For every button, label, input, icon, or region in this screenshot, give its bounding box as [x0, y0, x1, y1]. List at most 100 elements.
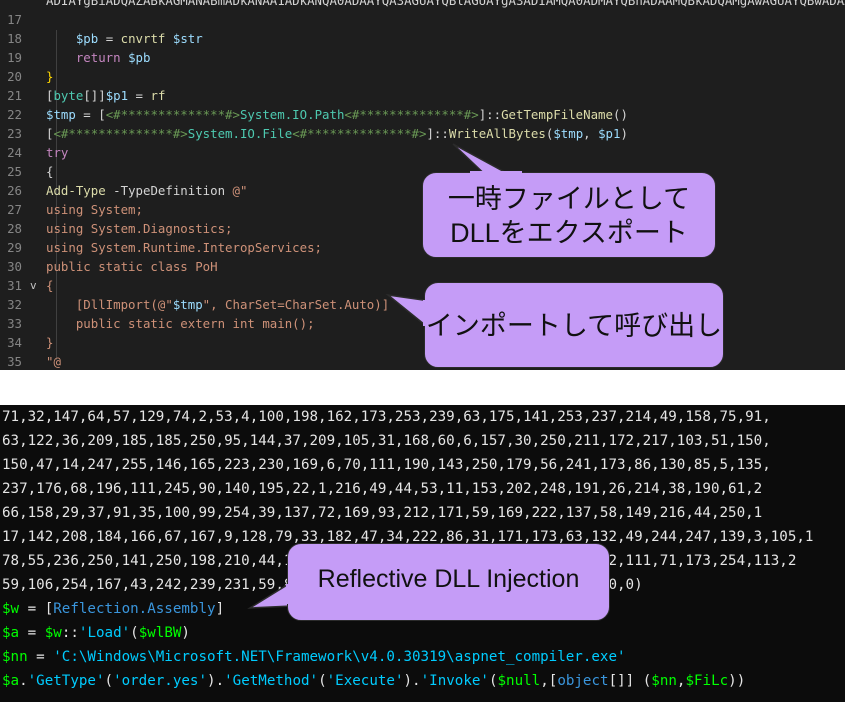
code-token: }: [46, 69, 54, 84]
code-line: 35"@: [0, 352, 845, 370]
code-token: return: [75, 50, 121, 65]
code-token: {: [46, 164, 54, 179]
code-token: using System;: [46, 202, 143, 217]
console-token: )): [728, 673, 746, 689]
code-text: using System;: [46, 200, 143, 219]
code-line: 19 return $pb: [0, 48, 845, 67]
code-token: using System.Diagnostics;: [46, 221, 233, 236]
console-token: (: [130, 625, 139, 641]
code-text: }: [46, 67, 53, 86]
code-text: using System.Diagnostics;: [46, 219, 233, 238]
code-token: $p1: [598, 126, 621, 141]
console-token: $w: [2, 601, 20, 617]
callout-reflective-text: Reflective DLL Injection: [317, 565, 580, 593]
callout-reflective-join: [286, 584, 290, 604]
code-token: public static class PoH: [46, 259, 218, 274]
code-line: 25 {: [0, 162, 845, 181]
console-token: 'C:\Windows\Microsoft.NET\Framework\v4.0…: [53, 649, 626, 665]
code-text: [byte[]]$p1 = rf: [46, 86, 165, 105]
console-line: 63,122,36,209,185,185,250,95,144,37,209,…: [2, 430, 771, 453]
callout-export-line2: DLLをエクスポート: [450, 218, 688, 248]
code-token: rf: [150, 88, 166, 103]
code-line: 32 [DllImport(@"$tmp", CharSet=CharSet.A…: [0, 295, 845, 314]
code-token: [46, 31, 76, 46]
console-token: $wlBW: [138, 625, 182, 641]
code-token: GetTempFileName: [501, 107, 613, 122]
console-line: $a.'GetType'('order.yes').'GetMethod'('E…: [2, 670, 745, 693]
line-number: 17: [7, 12, 22, 27]
code-line: 21[byte[]]$p1 = rf: [0, 86, 845, 105]
code-token: <#**************#>: [53, 126, 188, 141]
console-token: $a: [2, 625, 20, 641]
console-token: .: [19, 673, 28, 689]
line-number: 32: [7, 297, 22, 312]
code-token: {: [46, 278, 54, 293]
fold-chevron-icon[interactable]: v: [30, 279, 37, 292]
code-token: $tmp: [553, 126, 584, 141]
console-token: (: [104, 673, 114, 689]
callout-reflective: Reflective DLL Injection: [287, 543, 610, 621]
code-token: [165, 31, 172, 46]
line-number: 27: [7, 202, 22, 217]
callout-export: 一時ファイルとして DLLをエクスポート: [422, 172, 716, 258]
code-text: $pb = cnvrtf $str: [46, 29, 203, 48]
line-number: 34: [7, 335, 22, 350]
code-line: 20}: [0, 67, 845, 86]
console-token: 'order.yes': [113, 673, 208, 689]
code-text: {: [46, 276, 53, 295]
code-token: $pb: [75, 31, 99, 46]
code-text: return $pb: [46, 48, 151, 67]
code-token: [DllImport(@": [46, 297, 173, 312]
console-token: []] (: [608, 673, 652, 689]
code-token: @": [232, 183, 248, 198]
line-number: 20: [7, 69, 22, 84]
code-text: [DllImport(@"$tmp", CharSet=CharSet.Auto…: [46, 295, 389, 314]
code-token: $p1: [105, 88, 129, 103]
console-line: 66,158,29,37,91,35,100,99,254,39,137,72,…: [2, 502, 762, 525]
callout-export-join: [470, 171, 522, 175]
console-token: 66,158,29,37,91,35,100,99,254,39,137,72,…: [2, 505, 763, 521]
console-token: =: [27, 649, 54, 665]
code-token: public static extern int main();: [46, 316, 315, 331]
console-token: $nn: [651, 673, 677, 689]
code-token: <#**************#>: [344, 107, 479, 122]
callout-import-text: インポートして呼び出し: [425, 311, 723, 341]
line-number: 31: [7, 278, 22, 293]
code-text: public static extern int main();: [46, 314, 315, 333]
code-token: $pb: [128, 50, 151, 65]
console-token: $w: [44, 625, 62, 641]
console-token: ::: [61, 625, 79, 641]
code-token: [: [46, 126, 54, 141]
code-token: =: [98, 31, 121, 46]
console-line: 150,47,14,247,255,146,165,223,230,169,6,…: [2, 454, 771, 477]
code-token: <#**************#>: [105, 107, 240, 122]
code-text: }: [46, 333, 53, 352]
code-token: try: [46, 145, 69, 160]
line-number: 22: [7, 107, 22, 122]
code-text: ADIAYgBiADQAZABkAGMANABmADkANAA1ADkANQA0…: [46, 0, 845, 10]
code-line: 27 using System;: [0, 200, 845, 219]
console-token: $nn: [2, 649, 28, 665]
code-token: =: [128, 88, 151, 103]
line-number: 25: [7, 164, 22, 179]
line-number: 26: [7, 183, 22, 198]
code-text: $tmp = [<#**************#>System.IO.Path…: [46, 105, 628, 124]
code-line: 23[<#**************#>System.IO.File<#***…: [0, 124, 845, 143]
code-token: "@: [46, 354, 61, 369]
code-token: = [: [75, 107, 106, 122]
code-token: ): [620, 126, 628, 141]
indent-guide: [56, 30, 57, 360]
code-token: }: [46, 335, 54, 350]
console-token: $a: [2, 673, 20, 689]
code-line: 22 $tmp = [<#**************#>System.IO.Pa…: [0, 105, 845, 124]
line-number: 23: [7, 126, 22, 141]
console-token: 'GetMethod': [224, 673, 319, 689]
code-token: cnvrtf: [120, 31, 166, 46]
callout-import-join: [423, 300, 427, 326]
line-number: 29: [7, 240, 22, 255]
code-text: "@: [46, 352, 61, 370]
code-token: System.IO.File: [187, 126, 293, 141]
console-token: 17,142,208,184,166,67,167,9,128,79,33,18…: [2, 529, 814, 545]
code-token: $tmp: [172, 297, 203, 312]
